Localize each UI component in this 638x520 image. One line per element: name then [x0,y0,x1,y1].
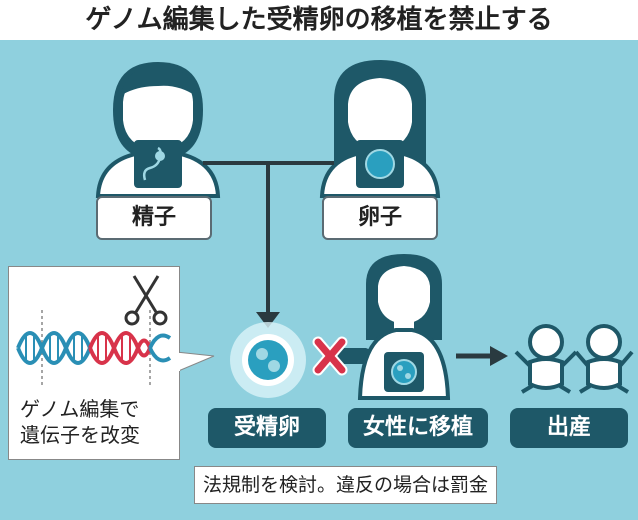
birth-label: 出産 [510,408,628,448]
arrow-to-birth [456,346,508,366]
scissors-icon [124,275,168,326]
man-figure [95,62,221,198]
baby-icon-1 [514,324,578,394]
woman-figure [319,60,441,198]
transfer-label: 女性に移植 [348,408,488,448]
callout-text-line1: ゲノム編集で [20,397,140,421]
fertilized-egg [230,322,306,398]
regulation-note: 法規制を検討。違反の場合は罰金 [194,466,498,504]
fertilized-egg-label: 受精卵 [208,408,326,448]
egg-label: 卵子 [322,196,438,240]
woman-transfer-figure [357,254,451,400]
dna-helix-icon [16,310,172,385]
diagram-title: ゲノム編集した受精卵の移植を禁止する [85,5,553,35]
callout-text-line2: 遺伝子を改変 [20,423,140,447]
baby-icon-2 [574,324,634,394]
connector-lines [203,161,334,328]
gene-editing-callout [8,266,180,460]
sperm-label: 精子 [96,196,212,240]
